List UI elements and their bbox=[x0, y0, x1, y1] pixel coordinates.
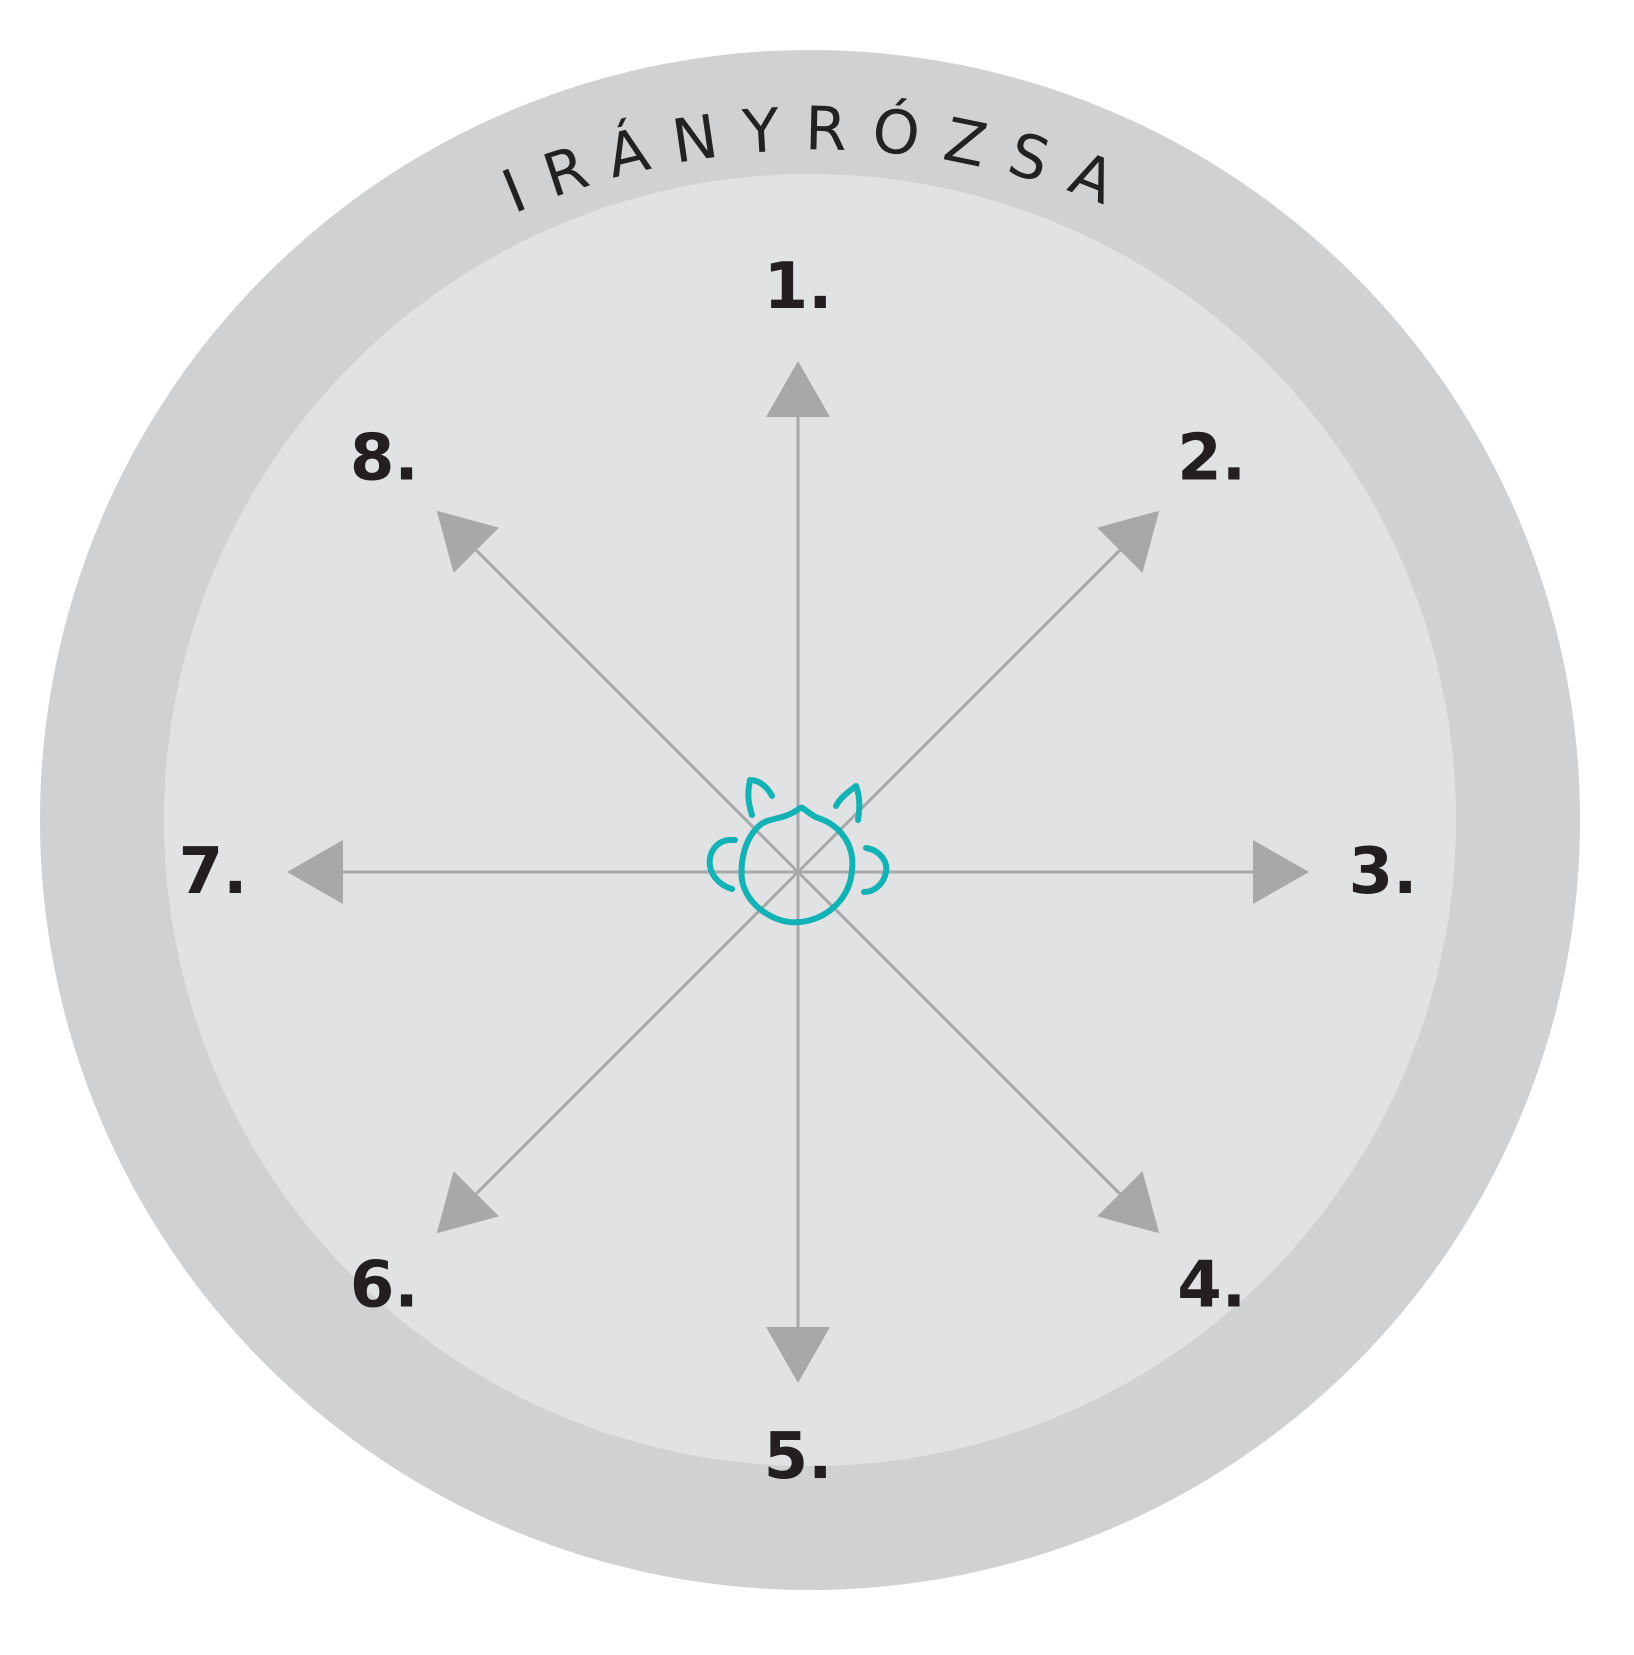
arrow-head-2 bbox=[1097, 510, 1160, 573]
child-head-icon bbox=[706, 777, 890, 926]
arrow-head-7 bbox=[287, 840, 343, 904]
direction-label-3: 3. bbox=[1349, 835, 1418, 909]
arrow-shaft-2 bbox=[796, 549, 1121, 874]
direction-label-8: 8. bbox=[350, 421, 419, 495]
left-ear bbox=[706, 836, 738, 892]
arrow-head-8 bbox=[436, 510, 499, 573]
direction-label-6: 6. bbox=[350, 1249, 419, 1323]
direction-label-2: 2. bbox=[1177, 421, 1246, 495]
arrow-head-3 bbox=[1253, 840, 1309, 904]
direction-label-5: 5. bbox=[764, 1420, 833, 1494]
right-leaf bbox=[833, 783, 863, 823]
direction-labels: 1. 2. 3. 4. 5. 6. 7. 8. bbox=[179, 250, 1418, 1494]
arrow-head-4 bbox=[1097, 1171, 1160, 1234]
direction-arrows bbox=[287, 361, 1309, 1383]
direction-label-4: 4. bbox=[1177, 1249, 1246, 1323]
inner-disc bbox=[164, 174, 1456, 1466]
arrow-shaft-6 bbox=[475, 870, 800, 1195]
direction-label-1: 1. bbox=[764, 250, 833, 324]
arrow-shaft-4 bbox=[796, 870, 1121, 1195]
right-ear bbox=[861, 845, 890, 895]
direction-label-7: 7. bbox=[179, 835, 248, 909]
left-leaf bbox=[745, 777, 775, 818]
arrow-head-1 bbox=[766, 361, 830, 417]
head-outline bbox=[738, 804, 856, 926]
arrow-head-5 bbox=[766, 1327, 830, 1383]
arrow-head-6 bbox=[436, 1171, 499, 1234]
arrow-shaft-8 bbox=[475, 549, 800, 874]
